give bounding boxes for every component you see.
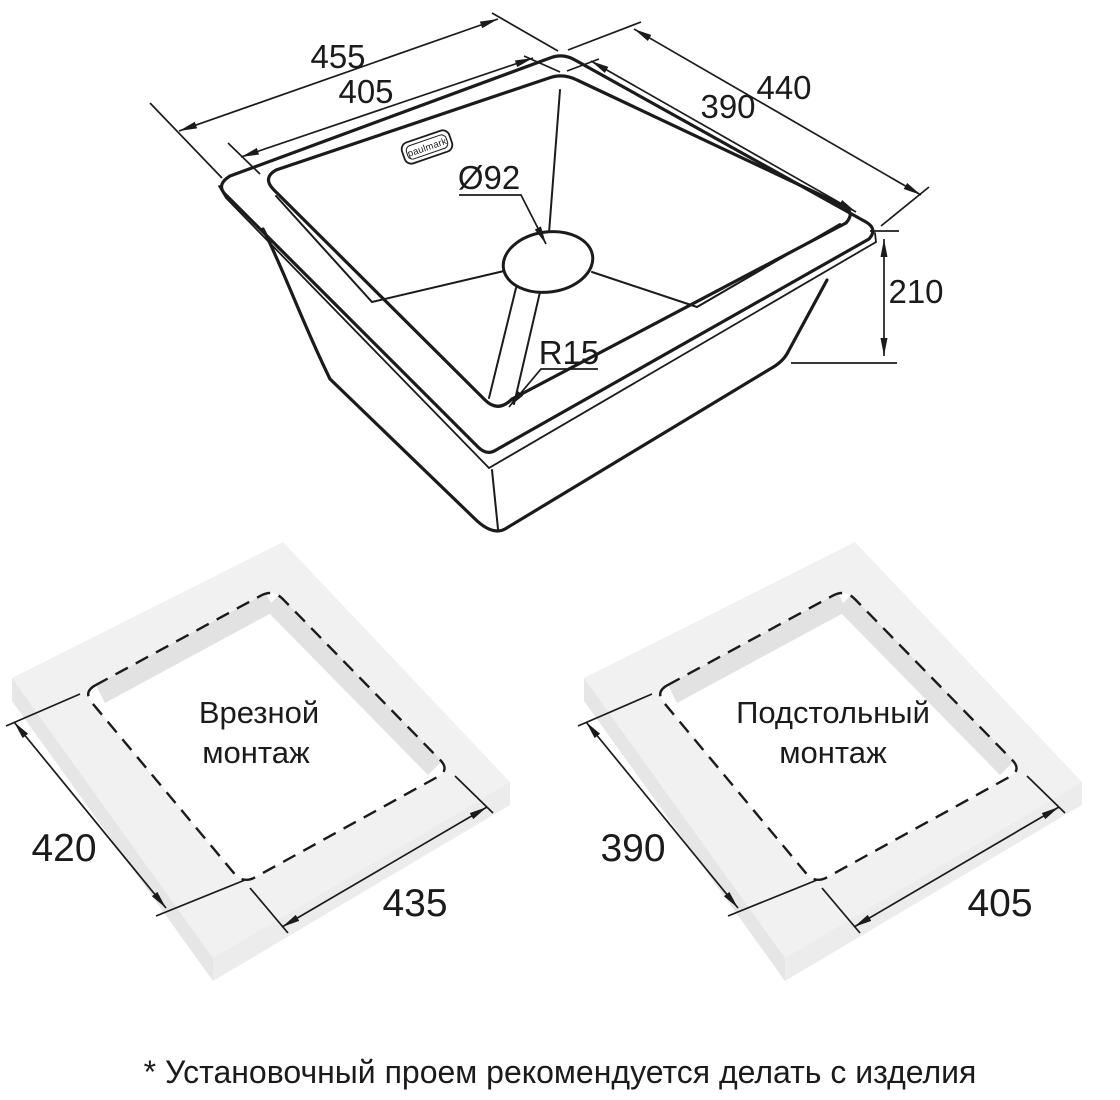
inset-mount-title-line2: монтаж <box>202 735 310 770</box>
under-mount-title-line1: Подстольный <box>736 695 930 730</box>
dim-outer-depth-ext-right <box>880 186 930 227</box>
dim-corner-radius: R15 <box>508 334 600 408</box>
bowl-fold-left <box>275 195 505 304</box>
dim-inner-width-line <box>240 57 534 158</box>
bowl-fold-front-a <box>488 287 517 399</box>
inset-mount-dim-side-label: 420 <box>31 827 96 870</box>
dim-height-label: 210 <box>888 273 943 310</box>
sink-body-silhouette <box>261 227 829 533</box>
dim-drain-label: Ø92 <box>458 159 520 196</box>
inset-mount-dim-front-label: 435 <box>382 882 447 925</box>
sink-isometric-drawing: paulmark 455 405 440 390 <box>149 12 944 533</box>
dim-outer-width-label: 455 <box>310 38 365 75</box>
dim-outer-depth-ext-left <box>567 21 642 51</box>
sink-body-front-corner-edge <box>491 469 499 530</box>
brand-badge: paulmark <box>400 129 454 165</box>
under-mount-diagram: Подстольный монтаж 390 405 <box>578 542 1082 981</box>
dim-drain: Ø92 <box>458 159 547 245</box>
dim-inner-depth-line <box>590 60 857 213</box>
dim-inner-width-label: 405 <box>338 73 393 110</box>
under-mount-dim-side-label: 390 <box>600 827 665 870</box>
dim-inner-depth: 390 <box>566 58 857 213</box>
dim-corner-radius-leader <box>508 368 598 408</box>
dim-outer-width-ext-left <box>149 102 223 179</box>
under-mount-title-line2: монтаж <box>779 735 887 770</box>
dim-inner-width-ext-left <box>227 142 261 175</box>
sink-flange-outline <box>219 54 875 454</box>
bowl-fold-back <box>548 89 561 234</box>
dim-corner-radius-label: R15 <box>539 334 600 371</box>
dim-height: 210 <box>791 230 944 364</box>
sink-flange-band <box>218 185 877 470</box>
dim-outer-depth-label: 440 <box>756 69 811 106</box>
dim-inner-depth-label: 390 <box>700 88 755 125</box>
footnote-text: * Установочный проем рекомендуется делат… <box>144 1054 977 1090</box>
dim-inner-width: 405 <box>227 55 561 175</box>
sink-bowl-opening <box>266 74 852 408</box>
inset-mount-title-line1: Врезной <box>199 695 319 730</box>
inset-mount-diagram: Врезной монтаж 420 435 <box>6 542 510 981</box>
under-mount-dim-front-label: 405 <box>967 882 1032 925</box>
bowl-fold-front-b <box>513 291 541 405</box>
dim-outer-width-ext-right <box>491 12 559 52</box>
drain-hole <box>501 230 595 294</box>
dim-drain-leader <box>459 194 547 245</box>
bowl-fold-right <box>591 223 841 309</box>
dim-outer-depth-line <box>633 28 922 196</box>
